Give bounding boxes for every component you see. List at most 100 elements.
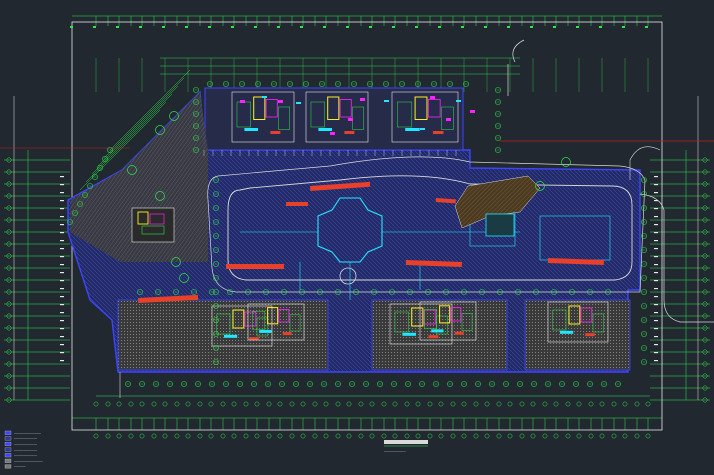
grid-bubble-bottom [162,401,168,407]
unit-outline [391,91,459,143]
tree-symbol [213,205,219,211]
tree-symbol [641,289,647,295]
accent-red [432,131,444,134]
grid-bubble-bottom [484,401,490,407]
tree-symbol [419,381,425,387]
unit-outline [389,303,453,345]
grid-bubble-west [6,241,12,247]
tree-symbol [207,81,213,87]
fixture-magenta [240,100,245,103]
tree-symbol [425,289,431,295]
elevator-core [339,99,352,118]
dim-tick-west [60,312,64,314]
grid-bubble-bottom [128,401,134,407]
dim-tick [231,26,234,28]
tree-symbol [461,289,467,295]
tree-symbol [641,191,647,197]
balcony-cyan [259,329,272,333]
grid-bubble-bottom [93,401,99,407]
grid-bubble-east [702,169,708,175]
dim-tick-east [654,240,658,242]
tree-symbol [82,192,88,198]
fixture-cyan [296,102,301,104]
tree-symbol [495,123,501,129]
elevator-core [423,309,436,325]
room-outline [424,309,438,329]
balcony-cyan [402,332,417,336]
grid-bubble-bottom-outer [634,433,640,439]
grid-bubble-east [702,181,708,187]
grid-bubble-bottom [507,401,513,407]
tree-large [127,165,137,175]
fixture-cyan [420,128,425,130]
tree-symbol [193,135,199,141]
tree-symbol [213,247,219,253]
grid-bubble-west [6,169,12,175]
dim-tick [323,26,326,28]
tree-symbol [495,147,501,153]
balcony-cyan [431,329,444,333]
dim-tick-east [654,336,658,338]
diagonal-grid-line [109,69,191,151]
grid-bubble-west [6,265,12,271]
dim-tick-east [654,360,658,362]
legend-row-text: ———————————— [14,437,37,441]
tree-symbol [195,381,201,387]
tree-symbol [279,381,285,387]
tree-symbol [517,381,523,387]
tree-symbol [447,81,453,87]
tree-symbol [495,87,501,93]
room-outline [216,313,231,335]
dim-tick-east [654,216,658,218]
tree-symbol [551,289,557,295]
tree-symbol [587,289,593,295]
red-accent-bar [435,198,456,204]
grid-bubble-bottom [519,401,525,407]
dim-tick-west [60,176,64,178]
tree-symbol [353,289,359,295]
grid-bubble-bottom-outer [369,433,375,439]
tree-symbol [431,81,437,87]
building-units-layer [211,91,609,347]
tree-symbol [479,289,485,295]
grid-bubble-west [6,181,12,187]
diagonal-grid-line [91,93,173,175]
tree-large [155,191,165,201]
tree-symbol [641,247,647,253]
red-accent-bar [226,264,284,269]
fixture-magenta [446,118,451,121]
grid-bubble-bottom-outer [392,433,398,439]
tree-symbol [463,81,469,87]
dim-tick [645,26,648,28]
dim-tick-east [654,192,658,194]
dim-tick [599,26,602,28]
grid-bubble-west [6,349,12,355]
grid-bubble-bottom-outer [289,433,295,439]
dim-tick [254,26,257,28]
grid-bubble-bottom [415,401,421,407]
grid-bubble-bottom [576,401,582,407]
accent-red [428,335,439,339]
tree-symbol [239,81,245,87]
dim-tick-east [654,312,658,314]
tree-symbol [213,331,219,337]
unit-outline [247,303,305,341]
grid-bubble-bottom [427,401,433,407]
grid-bubble-bottom [174,401,180,407]
stair-core [411,307,424,327]
dim-tick-west [60,264,64,266]
tree-symbol [271,81,277,87]
grid-bubble-bottom-outer [438,433,444,439]
stair-core [253,96,266,120]
tree-symbol [213,289,219,295]
tree-symbol [167,381,173,387]
grid-bubble-bottom-outer [611,433,617,439]
tree-symbol [213,275,219,281]
grid-bubble-bottom-outer [507,433,513,439]
red-accent-bars [137,181,604,303]
room-outline [461,313,473,331]
tree-symbol [191,289,197,295]
tree-symbol [213,177,219,183]
dim-tick [415,26,418,28]
